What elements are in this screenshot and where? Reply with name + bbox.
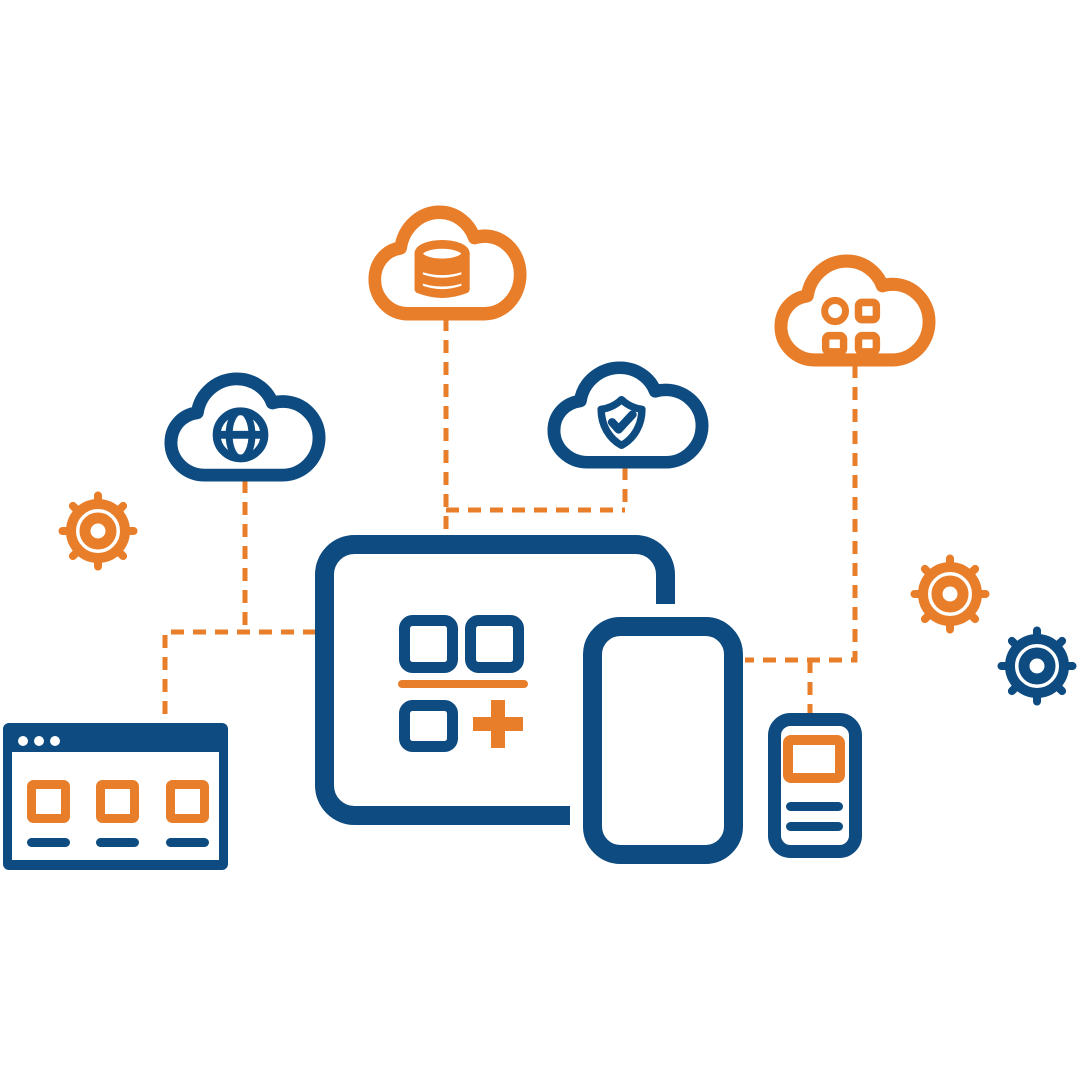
browser-tiles [27,780,209,847]
tile-square-icon [27,780,70,823]
globe-icon [212,407,269,463]
cloud-apps [774,254,936,367]
tile-caption-line [96,838,139,847]
plus-icon [473,700,523,748]
connector-globe-to-browser-and-tablet [162,629,316,726]
app-square-icon [465,615,524,673]
connector-apps-to-phone [745,365,858,663]
window-dots-icon [18,736,60,746]
cloud-outline [164,372,326,482]
tile-caption-line [166,838,209,847]
shield-check-icon [597,395,646,450]
database-icon [414,239,470,298]
tile-caption-line [27,838,70,847]
app-square-icon [399,700,458,752]
cloud-shield [547,361,709,469]
cloud-globe [164,372,326,482]
small-phone [768,713,862,858]
smartphone [570,604,756,877]
text-line [786,802,843,811]
tile-square-icon [166,780,209,823]
app-square-icon [399,615,458,673]
app-grid-icon [821,296,881,356]
check-icon [607,410,637,434]
connector-shield-to-tablet [446,467,628,513]
tablet-screen-icons [398,615,528,752]
cloud-database [368,205,527,321]
gear-icon [58,491,138,571]
gear-icon [997,626,1077,706]
phone-body [583,617,743,864]
tile-square-icon [96,780,139,823]
media-card-icon [783,735,845,783]
gear-icon [910,554,990,634]
text-line [786,822,843,831]
browser-window [3,723,228,870]
